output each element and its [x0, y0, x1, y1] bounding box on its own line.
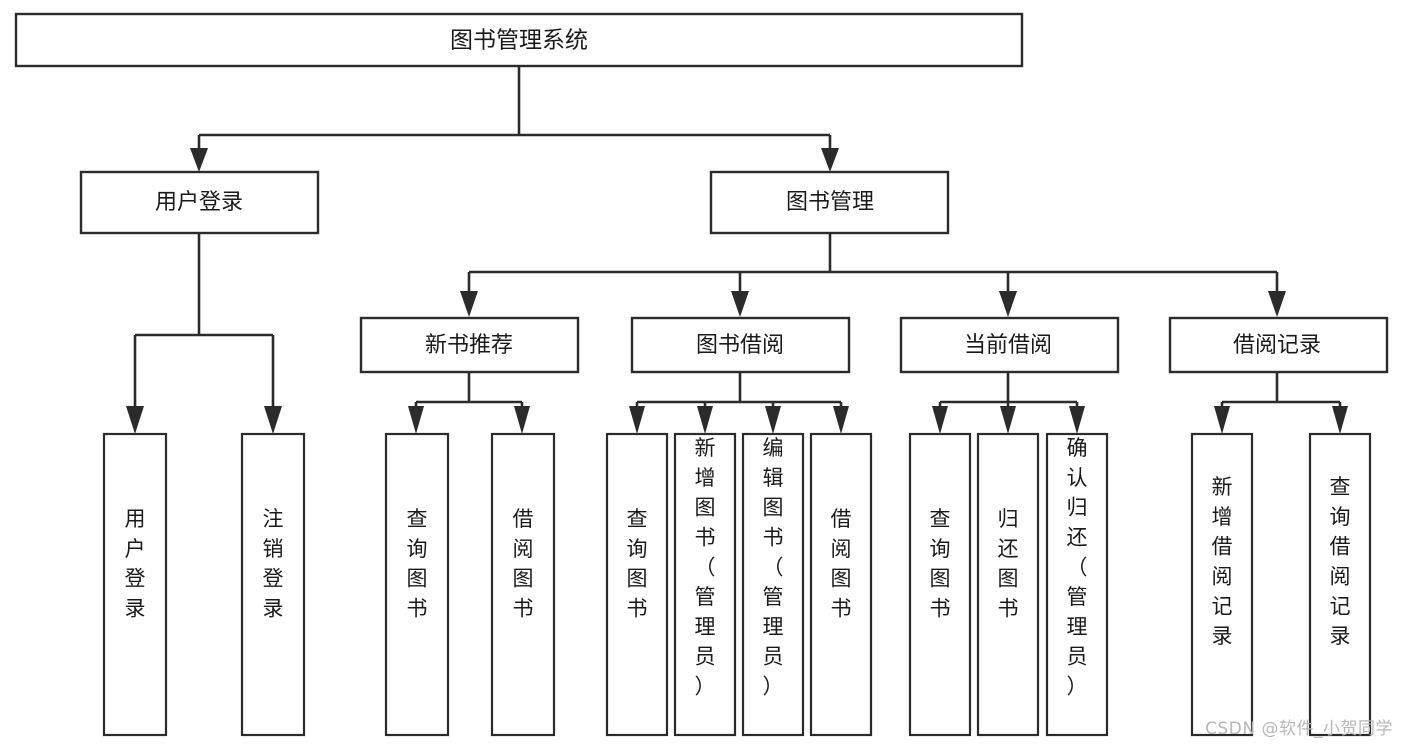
arrowhead-current-return — [1000, 406, 1016, 434]
node-new-book-recommend[interactable]: 新书推荐 — [359, 316, 580, 374]
leaf-box-return-book[interactable] — [976, 432, 1040, 737]
leaf-box-user-login[interactable] — [102, 432, 168, 737]
node-current-borrow[interactable]: 当前借阅 — [899, 316, 1120, 374]
node-leaf-edit-book[interactable]: 编辑图书（管理员） — [741, 432, 805, 737]
root-box[interactable] — [14, 12, 1024, 68]
arrowhead-user-login — [126, 406, 144, 434]
arrowhead-root-to-book — [821, 148, 839, 172]
leaf-label-edit-book: 编辑图书（管理员） — [763, 436, 784, 699]
node-leaf-confirm-return[interactable]: 确认归还（管理员） — [1045, 432, 1109, 737]
node-borrow-record[interactable]: 借阅记录 — [1168, 316, 1389, 374]
leaf-box-query-book-3[interactable] — [908, 432, 972, 737]
node-leaf-add-book[interactable]: 新增图书（管理员） — [673, 432, 737, 737]
node-leaf-add-record[interactable]: 新增借阅记录 — [1190, 432, 1254, 737]
node-book-borrow[interactable]: 图书借阅 — [630, 316, 851, 374]
node-leaf-borrow-book-2[interactable]: 借阅图书 — [809, 432, 873, 737]
leaf-label-return-book: 归还图书 — [998, 507, 1019, 620]
root-label: 图书管理系统 — [450, 28, 588, 54]
arrowhead-borrow-record — [1268, 291, 1286, 317]
arrowhead-current-borrow — [999, 291, 1017, 317]
arrowhead-new-book — [460, 291, 478, 317]
current-borrow-box[interactable] — [899, 316, 1120, 374]
node-leaf-query-record[interactable]: 查询借阅记录 — [1308, 432, 1372, 737]
leaf-label-query-book-3: 查询图书 — [930, 507, 951, 620]
book-borrow-box[interactable] — [630, 316, 851, 374]
node-leaf-user-login[interactable]: 用户登录 — [102, 432, 168, 737]
arrowhead-record-add — [1214, 406, 1230, 434]
user-login-box[interactable] — [79, 170, 320, 235]
borrow-record-label: 借阅记录 — [1233, 333, 1321, 358]
arrowhead-current-confirm — [1069, 406, 1085, 434]
arrowhead-current-query — [932, 406, 948, 434]
leaf-box-borrow-book-2[interactable] — [809, 432, 873, 737]
leaf-label-borrow-book-2: 借阅图书 — [831, 507, 852, 620]
connector-layer — [126, 66, 1348, 434]
leaf-box-query-record[interactable] — [1308, 432, 1372, 737]
leaf-label-logout: 注销登录 — [263, 507, 284, 620]
leaf-label-query-book-2: 查询图书 — [627, 507, 648, 620]
leaf-label-confirm-return: 确认归还（管理员） — [1067, 436, 1088, 699]
leaf-box-confirm-return[interactable] — [1045, 432, 1109, 737]
arrowhead-borrow-add — [697, 406, 713, 434]
arrowhead-borrow-edit — [765, 406, 781, 434]
node-leaf-logout[interactable]: 注销登录 — [240, 432, 306, 737]
arrowhead-borrow-query — [629, 406, 645, 434]
node-leaf-borrow-book-1[interactable]: 借阅图书 — [490, 432, 556, 737]
arrowhead-root-to-user — [190, 148, 208, 172]
leaf-label-user-login: 用户登录 — [125, 507, 146, 620]
node-leaf-return-book[interactable]: 归还图书 — [976, 432, 1040, 737]
leaf-box-logout[interactable] — [240, 432, 306, 737]
leaf-box-borrow-book-1[interactable] — [490, 432, 556, 737]
leaf-label-query-book-1: 查询图书 — [407, 507, 428, 620]
new-book-recommend-box[interactable] — [359, 316, 580, 374]
leaf-box-edit-book[interactable] — [741, 432, 805, 737]
arrowhead-newbook-query — [408, 406, 424, 434]
book-borrow-label: 图书借阅 — [696, 333, 784, 358]
arrowhead-borrow-lend — [833, 406, 849, 434]
leaf-box-query-book-2[interactable] — [605, 432, 669, 737]
leaf-label-query-record: 查询借阅记录 — [1330, 475, 1351, 648]
leaf-label-borrow-book-1: 借阅图书 — [513, 507, 534, 620]
node-user-login[interactable]: 用户登录 — [79, 170, 320, 235]
node-leaf-query-book-3[interactable]: 查询图书 — [908, 432, 972, 737]
book-manage-label: 图书管理 — [786, 190, 874, 215]
node-root[interactable]: 图书管理系统 — [14, 12, 1024, 68]
arrowhead-newbook-borrow — [514, 406, 530, 434]
arrowhead-user-logout — [264, 406, 282, 434]
current-borrow-label: 当前借阅 — [964, 333, 1052, 358]
leaf-box-add-record[interactable] — [1190, 432, 1254, 737]
new-book-recommend-label: 新书推荐 — [425, 333, 513, 358]
node-leaf-query-book-2[interactable]: 查询图书 — [605, 432, 669, 737]
leaf-box-query-book-1[interactable] — [384, 432, 450, 737]
borrow-record-box[interactable] — [1168, 316, 1389, 374]
node-book-manage[interactable]: 图书管理 — [709, 170, 950, 235]
arrowhead-record-query — [1332, 406, 1348, 434]
leaf-label-add-book: 新增图书（管理员） — [695, 436, 716, 699]
leaf-box-add-book[interactable] — [673, 432, 737, 737]
arrowhead-borrow-book — [731, 291, 749, 317]
user-login-label: 用户登录 — [155, 190, 243, 215]
node-leaf-query-book-1[interactable]: 查询图书 — [384, 432, 450, 737]
book-manage-box[interactable] — [709, 170, 950, 235]
leaf-label-add-record: 新增借阅记录 — [1212, 475, 1233, 648]
